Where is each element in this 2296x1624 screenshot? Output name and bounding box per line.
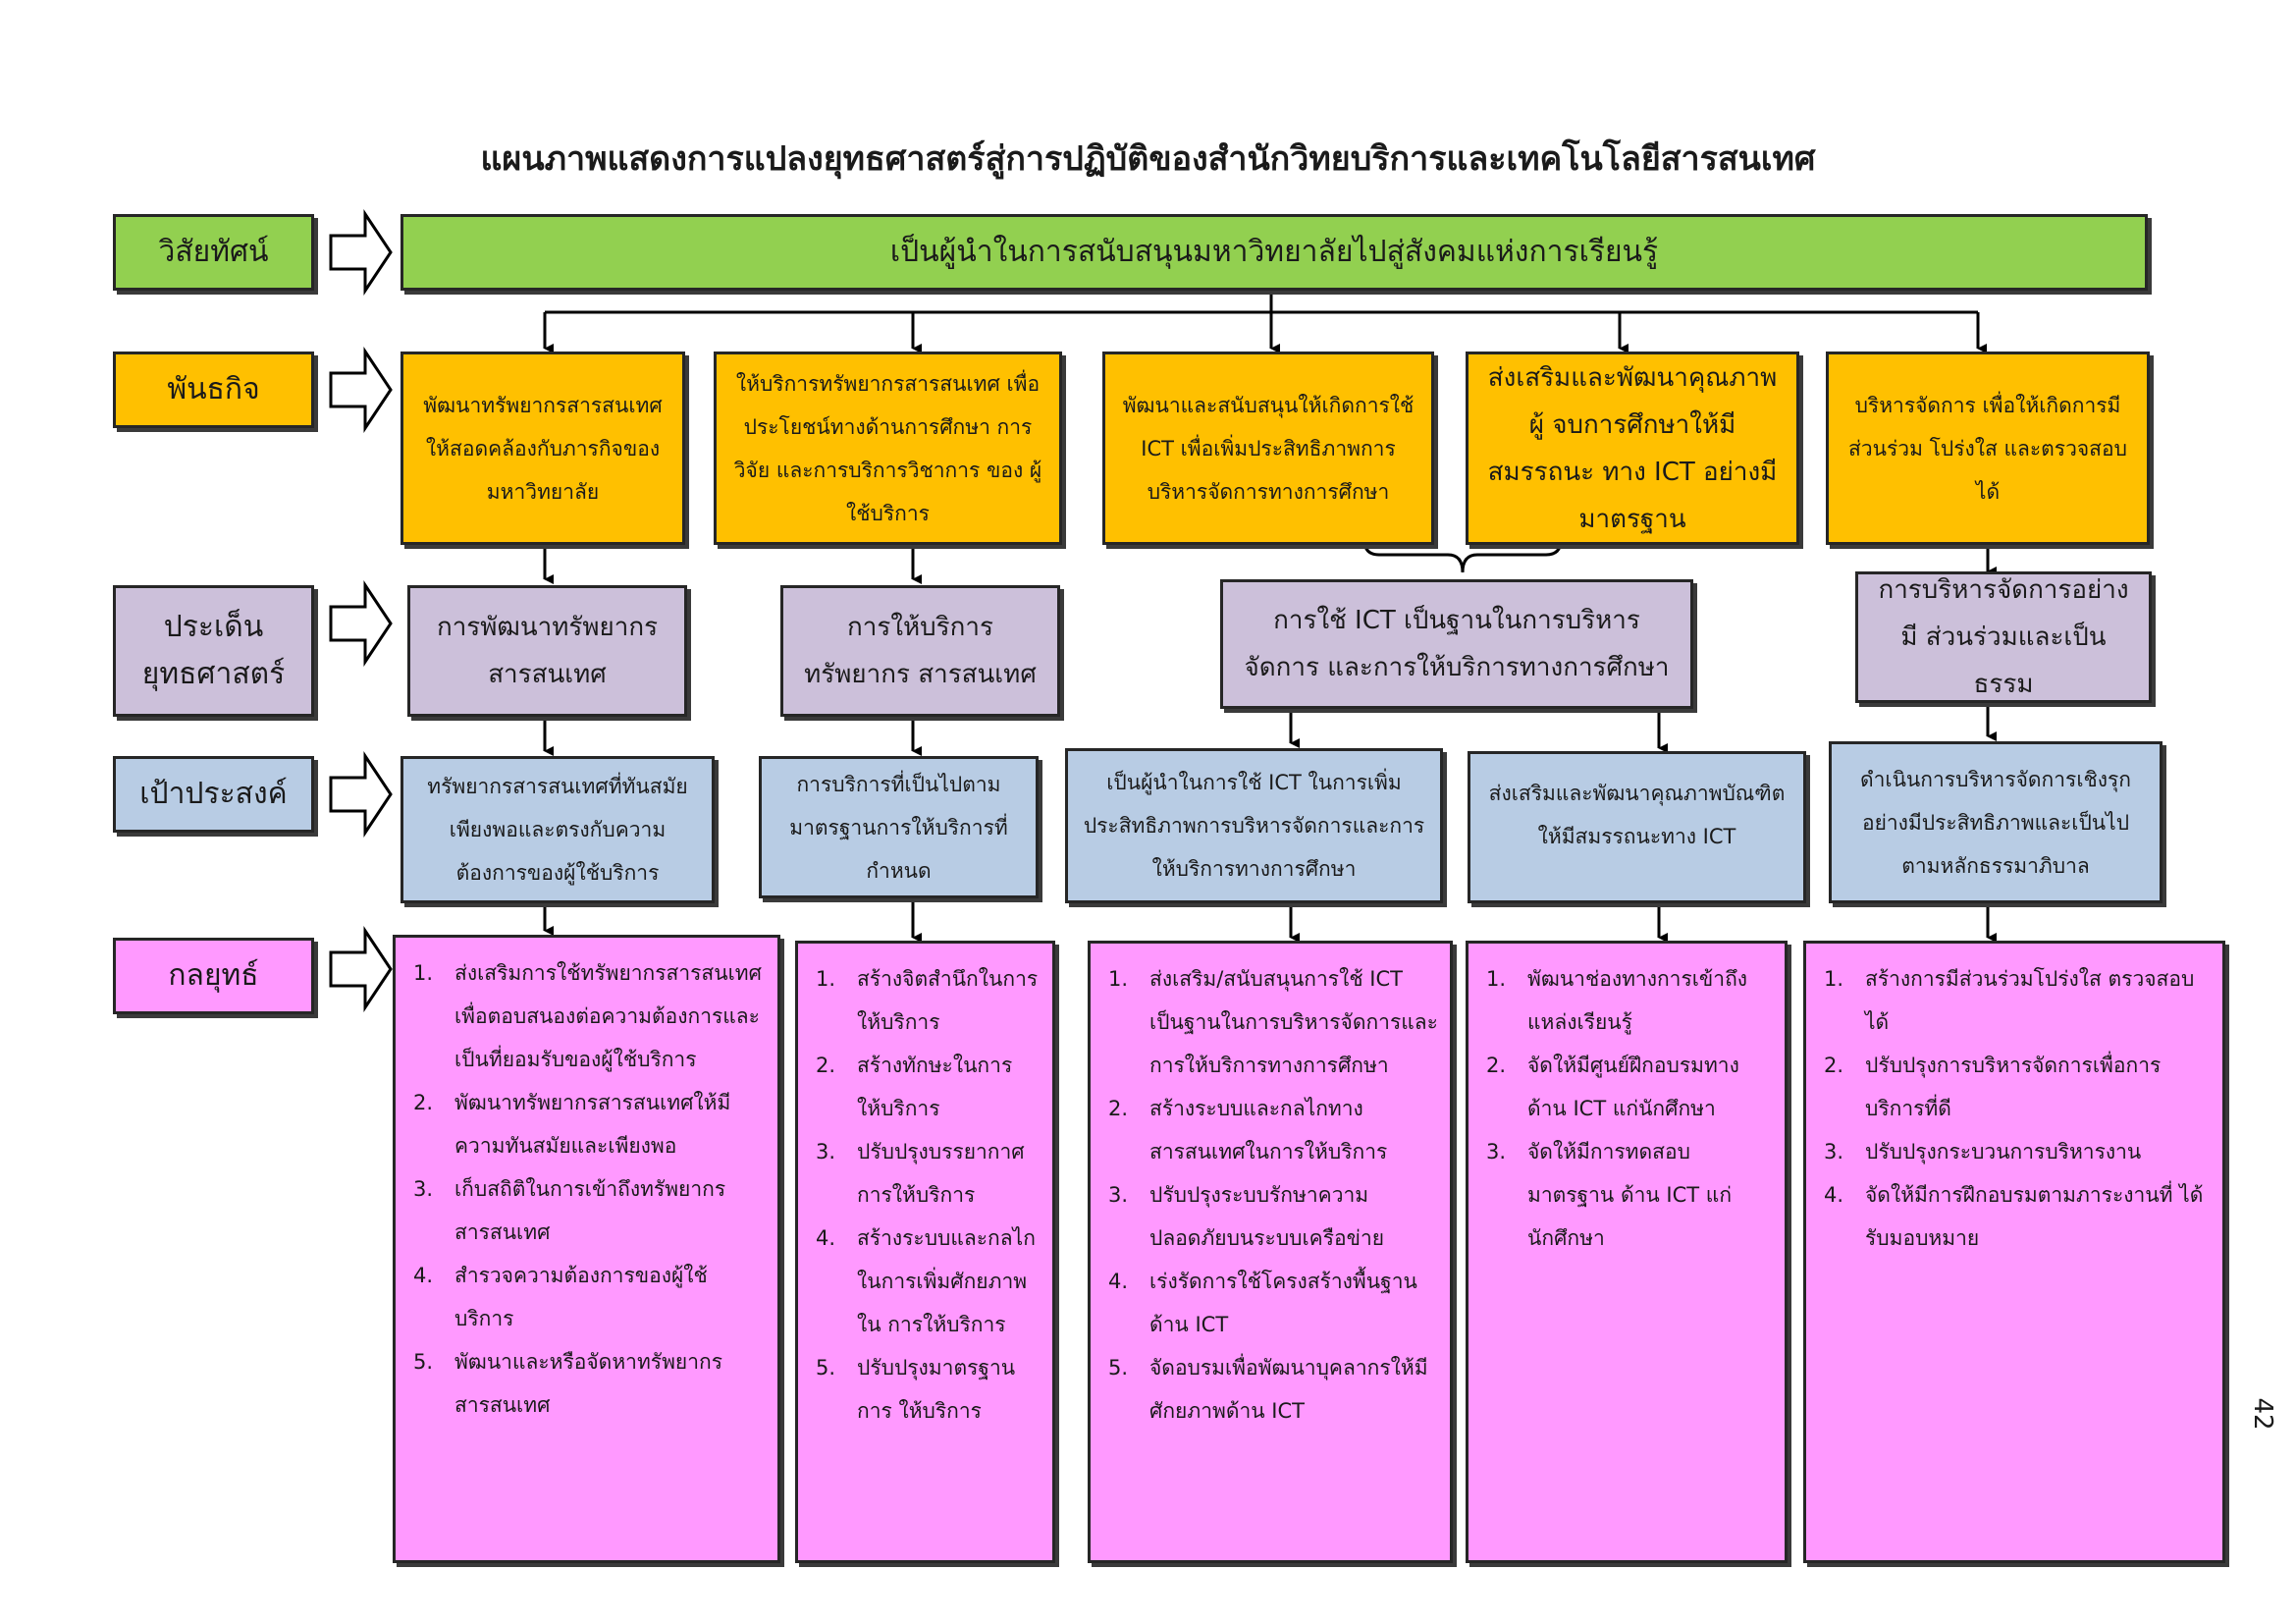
mission-box-4: ส่งเสริมและพัฒนาคุณภาพผู้ จบการศึกษาให้ม… (1466, 352, 1799, 545)
list-item: 2.พัฒนาทรัพยากรสารสนเทศให้มี ความทันสมัย… (413, 1091, 731, 1158)
goal-box-3: เป็นผู้นำในการใช้ ICT ในการเพิ่ม ประสิทธ… (1065, 748, 1443, 903)
strategy-box-2: 1.สร้างจิตสำนึกในการ ให้บริการ 2.สร้างทั… (795, 941, 1055, 1563)
list-item: 2.จัดให้มีศูนย์ฝึกอบรมทางด้าน ICT แก่นัก… (1486, 1054, 1739, 1120)
page-number: 42 (2248, 1397, 2277, 1431)
row-label-mission: พันธกิจ (113, 352, 314, 428)
vision-box: เป็นผู้นำในการสนับสนุนมหาวิทยาลัยไปสู่สั… (400, 214, 2148, 291)
issue-box-1: การพัฒนาทรัพยากร สารสนเทศ (407, 585, 687, 717)
list-item: 4.สำรวจความต้องการของผู้ใช้บริการ (413, 1264, 708, 1330)
list-item: 1.ส่งเสริมการใช้ทรัพยากรสารสนเทศ เพื่อตอ… (413, 961, 762, 1071)
list-item: 1.ส่งเสริม/สนับสนุนการใช้ ICT เป็นฐานในก… (1108, 967, 1438, 1077)
list-item: 4.เร่งรัดการใช้โครงสร้างพื้นฐาน ด้าน ICT (1108, 1270, 1417, 1336)
list-item: 3.เก็บสถิติในการเข้าถึงทรัพยากร สารสนเทศ (413, 1177, 726, 1244)
list-item: 1.พัฒนาช่องทางการเข้าถึง แหล่งเรียนรู้ (1486, 967, 1748, 1034)
list-item: 4.จัดให้มีการฝึกอบรมตามภาระงานที่ ได้รับ… (1824, 1183, 2204, 1250)
list-item: 3.ปรับปรุงกระบวนการบริหารงาน (1824, 1140, 2142, 1164)
list-item: 4.สร้างระบบและกลไก ในการเพิ่มศักยภาพใน ก… (816, 1226, 1036, 1336)
strategy-box-4: 1.พัฒนาช่องทางการเข้าถึง แหล่งเรียนรู้ 2… (1466, 941, 1788, 1563)
list-item: 3.จัดให้มีการทดสอบมาตรฐาน ด้าน ICT แก่นั… (1486, 1140, 1733, 1250)
strategy-box-1: 1.ส่งเสริมการใช้ทรัพยากรสารสนเทศ เพื่อตอ… (393, 935, 780, 1563)
row-label-vision: วิสัยทัศน์ (113, 214, 314, 291)
list-item: 3.ปรับปรุงบรรยากาศ การให้บริการ (816, 1140, 1025, 1207)
mission-box-1: พัฒนาทรัพยากรสารสนเทศ ให้สอดคล้องกับภารก… (400, 352, 685, 545)
list-item: 5.ปรับปรุงมาตรฐานการ ให้บริการ (816, 1356, 1016, 1423)
list-item: 1.สร้างจิตสำนึกในการ ให้บริการ (816, 967, 1039, 1034)
list-item: 1.สร้างการมีส่วนร่วมโปร่งใส ตรวจสอบได้ (1824, 967, 2195, 1034)
goal-box-2: การบริการที่เป็นไปตาม มาตรฐานการให้บริกา… (759, 756, 1039, 898)
mission-box-2: ให้บริการทรัพยากรสารสนเทศ เพื่อ ประโยชน์… (714, 352, 1062, 545)
row-label-goal: เป้าประสงค์ (113, 756, 314, 833)
strategy-box-3: 1.ส่งเสริม/สนับสนุนการใช้ ICT เป็นฐานในก… (1088, 941, 1453, 1563)
mission-box-5: บริหารจัดการ เพื่อให้เกิดการมีส่วนร่วม โ… (1826, 352, 2150, 545)
list-item: 2.สร้างทักษะในการ ให้บริการ (816, 1054, 1013, 1120)
goal-box-5: ดำเนินการบริหารจัดการเชิงรุก อย่างมีประส… (1829, 741, 2163, 903)
list-item: 2.ปรับปรุงการบริหารจัดการเพื่อการ บริการ… (1824, 1054, 2162, 1120)
row-arrow-icons (329, 209, 393, 1012)
goal-box-1: ทรัพยากรสารสนเทศที่ทันสมัย เพียงพอและตรง… (400, 756, 715, 903)
issue-box-3: การใช้ ICT เป็นฐานในการบริหารจัดการ และก… (1220, 579, 1693, 709)
issue-box-2: การให้บริการทรัพยากร สารสนเทศ (780, 585, 1060, 717)
row-label-strategy: กลยุทธ์ (113, 938, 314, 1014)
list-item: 5.จัดอบรมเพื่อพัฒนาบุคลากรให้มี ศักยภาพด… (1108, 1356, 1428, 1423)
goal-box-4: ส่งเสริมและพัฒนาคุณภาพบัณฑิต ให้มีสมรรถน… (1468, 751, 1806, 903)
issue-box-4: การบริหารจัดการอย่างมี ส่วนร่วมและเป็นธร… (1855, 571, 2152, 703)
strategy-box-5: 1.สร้างการมีส่วนร่วมโปร่งใส ตรวจสอบได้ 2… (1803, 941, 2225, 1563)
list-item: 3.ปรับปรุงระบบรักษาความ ปลอดภัยบนระบบเคร… (1108, 1183, 1385, 1250)
page-title: แผนภาพแสดงการแปลงยุทธศาสตร์สู่การปฏิบัติ… (480, 139, 1816, 179)
row-label-strategic-issue: ประเด็น ยุทธศาสตร์ (113, 585, 314, 717)
list-item: 2.สร้างระบบและกลไกทาง สารสนเทศในการให้บร… (1108, 1097, 1388, 1164)
list-item: 5.พัฒนาและหรือจัดหาทรัพยากร สารสนเทศ (413, 1350, 723, 1417)
mission-box-3: พัฒนาและสนับสนุนให้เกิดการใช้ ICT เพื่อเ… (1102, 352, 1434, 545)
